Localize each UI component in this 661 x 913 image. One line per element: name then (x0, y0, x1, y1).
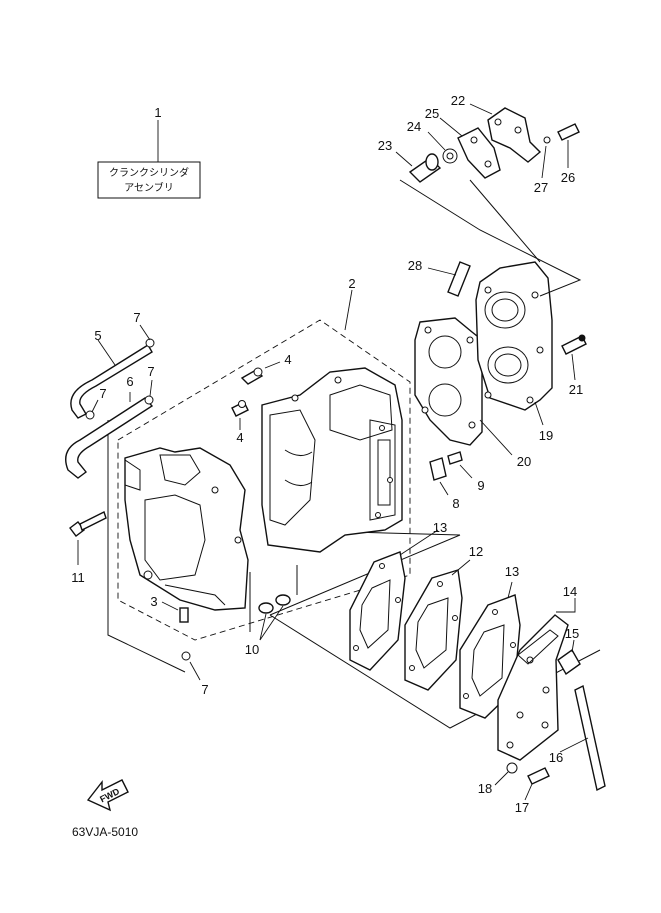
washer-24 (427, 131, 458, 164)
bolt-11 (69, 511, 107, 565)
washer-18 (494, 762, 518, 786)
group-line-top-2 (469, 179, 541, 263)
label-23: 23 (378, 138, 392, 153)
label-11: 11 (71, 570, 85, 585)
label-1: 1 (154, 105, 161, 120)
part-labels: 1 2 3 4 4 5 6 7 7 7 7 8 9 10 11 12 13 13… (71, 93, 583, 815)
cylinder-block (261, 367, 403, 553)
dowel-pins-10 (258, 594, 291, 641)
label-17: 17 (515, 800, 529, 815)
label-24: 24 (407, 119, 421, 134)
group-line-top (399, 179, 582, 297)
hose-6 (65, 392, 154, 479)
label-14: 14 (563, 584, 577, 599)
anode-8 (429, 457, 449, 496)
label-18: 18 (478, 781, 492, 796)
group-lines (107, 420, 601, 729)
head-gasket-20 (414, 317, 513, 456)
label-25: 25 (425, 106, 439, 121)
washer-27 (541, 136, 551, 179)
assembly-name-line2: アセンブリ (124, 181, 174, 194)
label-7-b: 7 (99, 386, 106, 401)
label-7-d: 7 (201, 682, 208, 697)
label-5: 5 (94, 328, 101, 343)
label-4-upper: 4 (284, 352, 291, 367)
exhaust-cover-14 (497, 598, 576, 761)
label-10: 10 (245, 642, 259, 657)
label-21: 21 (569, 382, 583, 397)
assembly-name-line1: クランクシリンダ (109, 166, 189, 179)
thermostat-23 (395, 151, 442, 183)
gasket-13-left (349, 529, 439, 671)
assembly-name-box: クランクシリンダ アセンブリ (97, 120, 201, 199)
crankcase-left-half (124, 447, 249, 611)
label-28: 28 (408, 258, 422, 273)
label-13-right: 13 (505, 564, 519, 579)
label-2: 2 (348, 276, 355, 291)
screw-9 (447, 451, 473, 479)
gasket-25 (439, 117, 501, 179)
label-3: 3 (150, 594, 157, 609)
label-13-left: 13 (433, 520, 447, 535)
cylinder-head-19 (475, 261, 553, 426)
label-7-a: 7 (133, 310, 140, 325)
leader-2 (344, 289, 353, 331)
label-9: 9 (477, 478, 484, 493)
label-7-c: 7 (147, 364, 154, 379)
label-4-lower: 4 (236, 430, 243, 445)
thermostat-cover-22 (469, 103, 542, 163)
label-20: 20 (517, 454, 531, 469)
label-15: 15 (565, 626, 579, 641)
label-27: 27 (534, 180, 548, 195)
fitting-4-upper (240, 361, 281, 385)
label-12: 12 (469, 544, 483, 559)
label-8: 8 (452, 496, 459, 511)
spark-plug-28 (427, 261, 471, 297)
hose-clips (85, 324, 201, 681)
label-16: 16 (549, 750, 563, 765)
fwd-arrow: FWD (86, 779, 129, 812)
fitting-4-lower (231, 400, 249, 430)
bolt-21 (561, 334, 587, 381)
fitting-15 (557, 639, 581, 676)
bolt-26 (557, 123, 580, 168)
plate-12 (404, 559, 471, 691)
bolt-17 (524, 767, 550, 801)
label-26: 26 (561, 170, 575, 185)
label-22: 22 (451, 93, 465, 108)
hose-16 (559, 684, 606, 792)
figure-code: 63VJA-5010 (72, 825, 138, 839)
assembly-boundary (117, 319, 411, 641)
screw-3 (161, 601, 189, 623)
label-19: 19 (539, 428, 553, 443)
label-6: 6 (126, 374, 133, 389)
